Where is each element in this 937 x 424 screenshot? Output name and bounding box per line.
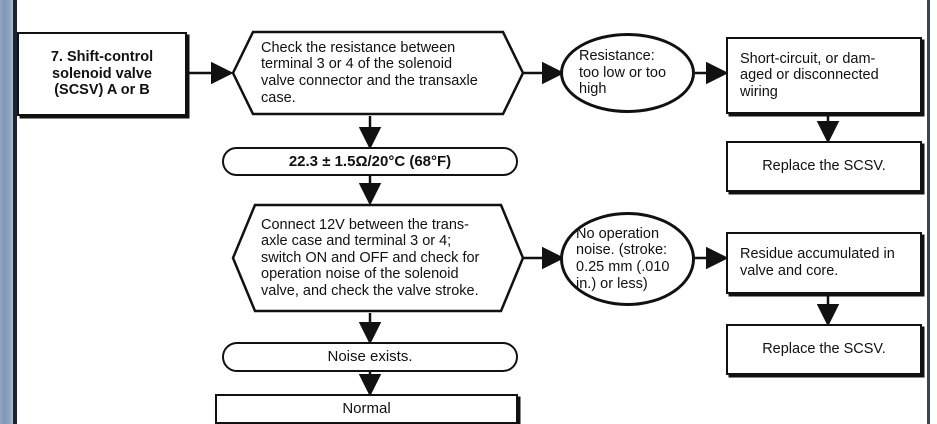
node-connect-12v[interactable]: Connect 12V between the trans- axle case… xyxy=(231,203,525,313)
node-no-operation-noise[interactable]: No operation noise. (stroke: 0.25 mm (.0… xyxy=(560,212,695,306)
node-resistance-fault[interactable]: Resistance: too low or too high xyxy=(560,33,695,113)
page-binding-edge xyxy=(0,0,13,424)
node-noise-exists-label: Noise exists. xyxy=(327,348,413,366)
node-normal[interactable]: Normal xyxy=(215,394,518,424)
node-connect-12v-label: Connect 12V between the trans- axle case… xyxy=(261,216,480,299)
node-short-circuit-label: Short-circuit, or dam- aged or disconnec… xyxy=(740,50,879,100)
node-spec-value-label: 22.3 ± 1.5Ω/20°C (68°F) xyxy=(288,152,452,170)
node-noise-exists[interactable]: Noise exists. xyxy=(222,342,518,372)
node-check-resistance-label: Check the resistance between terminal 3 … xyxy=(261,39,478,106)
node-start[interactable]: 7. Shift-control solenoid valve (SCSV) A… xyxy=(17,32,187,116)
node-spec-value[interactable]: 22.3 ± 1.5Ω/20°C (68°F) xyxy=(222,147,518,176)
node-no-operation-noise-label: No operation noise. (stroke: 0.25 mm (.0… xyxy=(576,225,670,292)
page-left-border xyxy=(13,0,17,424)
node-replace-scsv-top[interactable]: Replace the SCSV. xyxy=(726,141,922,192)
node-resistance-fault-label: Resistance: too low or too high xyxy=(579,48,667,98)
node-replace-scsv-top-label: Replace the SCSV. xyxy=(762,158,886,175)
node-normal-label: Normal xyxy=(342,400,391,418)
page-right-border xyxy=(927,0,930,424)
hexagon-outline xyxy=(231,203,525,313)
node-check-resistance[interactable]: Check the resistance between terminal 3 … xyxy=(231,30,525,116)
node-residue[interactable]: Residue accumulated in valve and core. xyxy=(726,232,922,294)
page-right-margin xyxy=(930,0,937,424)
node-residue-label: Residue accumulated in valve and core. xyxy=(740,246,895,279)
node-replace-scsv-bottom[interactable]: Replace the SCSV. xyxy=(726,324,922,375)
node-start-label: 7. Shift-control solenoid valve (SCSV) A… xyxy=(50,49,154,99)
node-replace-scsv-bottom-label: Replace the SCSV. xyxy=(762,341,886,358)
node-short-circuit[interactable]: Short-circuit, or dam- aged or disconnec… xyxy=(726,37,922,114)
hexagon-outline xyxy=(231,30,525,116)
